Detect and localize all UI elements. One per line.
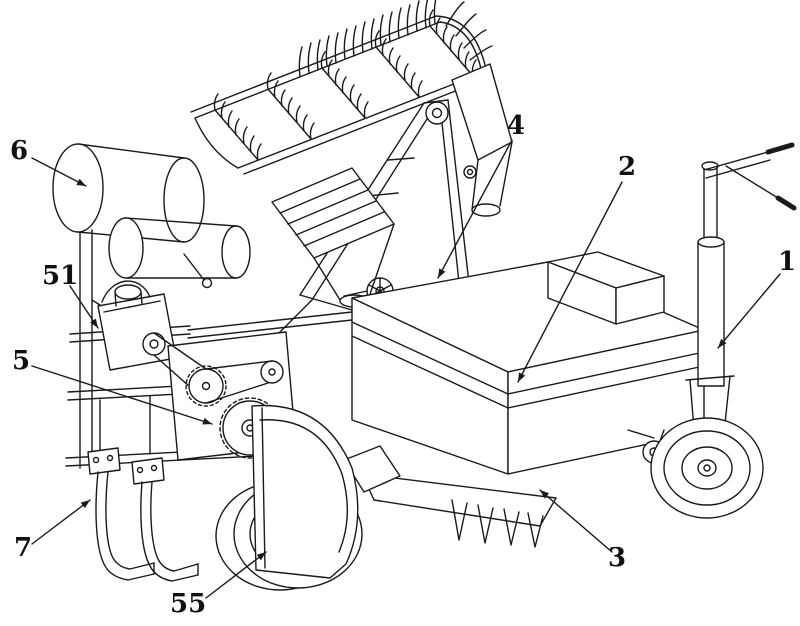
- ref-label-5: 5: [12, 346, 31, 376]
- machine-body: [351, 251, 705, 475]
- digger-spikes: [451, 499, 544, 548]
- engine-pulley: [142, 332, 166, 356]
- conveyor-tines: [213, 9, 477, 161]
- roller-drums: [52, 143, 251, 289]
- ref-label-6: 6: [10, 136, 29, 166]
- exhaust-pipe: [101, 280, 151, 303]
- steering-lever: [725, 165, 779, 199]
- engine-unit: [97, 280, 177, 371]
- crank-handle: [183, 253, 205, 281]
- drum-small-end: [221, 225, 251, 279]
- steering-handle: [703, 151, 771, 179]
- sprocket-small: [260, 360, 284, 384]
- conveyor-fringe-tines: [298, 0, 437, 78]
- digging-device: [343, 445, 557, 548]
- steering-column: [697, 241, 725, 387]
- mast-pivot: [425, 101, 449, 125]
- ref-label-55: 55: [170, 589, 207, 619]
- drum-large-end: [163, 157, 205, 243]
- soil-shanks: [87, 447, 199, 582]
- ref-label-2: 2: [618, 152, 637, 182]
- ref-label-1: 1: [778, 247, 797, 277]
- rear-wheel-assembly: [650, 142, 797, 519]
- wheel-fender: [251, 404, 359, 579]
- ref-label-4: 4: [507, 111, 526, 141]
- ref-label-3: 3: [608, 543, 627, 573]
- leader-lines: [31, 139, 781, 599]
- ref-label-51: 51: [42, 261, 79, 291]
- discharge-chute: [451, 63, 513, 217]
- ref-label-7: 7: [14, 533, 33, 563]
- sprocket-medium: [188, 368, 224, 404]
- conveyor-elevator: [190, 0, 493, 175]
- head-fringe-tines: [445, 1, 493, 61]
